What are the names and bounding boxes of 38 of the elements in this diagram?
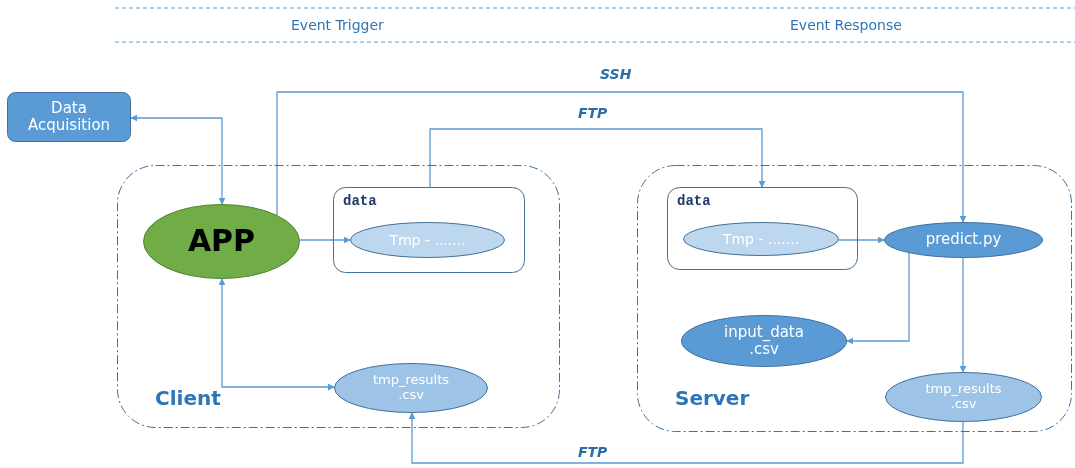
edge-label: FTP (576, 105, 610, 121)
folder-box (667, 187, 858, 270)
file-ellipse (681, 315, 847, 367)
arrow (846, 252, 910, 345)
node-label: predict.py (924, 229, 1003, 251)
node-label: tmp_results .csv (371, 371, 451, 404)
lane-heading: Event Trigger (291, 17, 384, 33)
node-label: Tmp - ....... (388, 230, 467, 250)
arrow (959, 257, 967, 373)
arrow (299, 236, 351, 244)
node-label: input_data .csv (723, 321, 805, 360)
lane-heading: Event Response (790, 17, 902, 33)
edge-label: FTP (576, 444, 610, 460)
file-ellipse (350, 222, 505, 258)
group-title: Client (155, 387, 221, 410)
node-label: tmp_results .csv (924, 380, 1003, 413)
file-ellipse (885, 372, 1042, 422)
arrow (218, 278, 335, 391)
arrow (838, 236, 885, 244)
app-ellipse (143, 204, 300, 279)
folder-title: data (343, 193, 377, 210)
folder-title: data (677, 193, 711, 210)
script-ellipse (884, 222, 1043, 258)
node-label: Tmp - ....... (721, 229, 801, 249)
arrow (429, 128, 766, 188)
process-box (7, 92, 131, 142)
folder-box (333, 187, 525, 273)
server-group (637, 165, 1072, 432)
file-ellipse (683, 222, 839, 256)
node-label: Data Acquisition (26, 97, 112, 136)
group-title: Server (675, 387, 750, 410)
node-label: APP (186, 222, 257, 261)
edge-label: SSH (598, 66, 634, 82)
arrow (276, 91, 967, 223)
arrow (408, 412, 964, 464)
file-ellipse (334, 363, 488, 413)
client-group (117, 165, 560, 428)
arrow (130, 114, 226, 205)
